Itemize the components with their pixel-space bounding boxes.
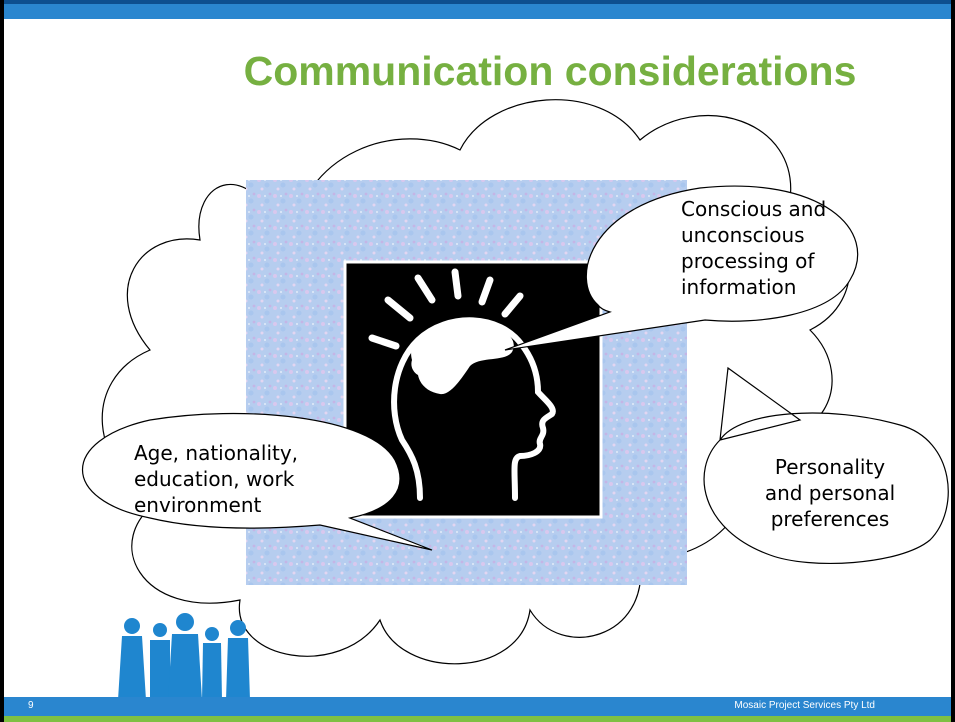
callout-demographics-text: Age, nationality, education, work enviro…: [134, 440, 354, 518]
callout-line: information: [681, 275, 797, 299]
top-header-bar: [4, 0, 951, 19]
callout-line: and personal: [764, 481, 896, 505]
top-header-line: [4, 0, 951, 4]
callout-line: environment: [134, 493, 262, 517]
footer-organization: Mosaic Project Services Pty Ltd: [734, 700, 875, 711]
callout-line: processing of: [681, 249, 815, 273]
callout-line: Personality: [774, 455, 886, 479]
slide-border-left: [0, 0, 4, 722]
footer-accent-line: [4, 716, 951, 722]
slide-border-right: [951, 0, 955, 722]
footer-bar: [4, 697, 951, 716]
callout-line: preferences: [770, 507, 890, 531]
callout-line: Conscious and: [681, 197, 827, 221]
callout-personality-text: Personality and personal preferences: [740, 454, 920, 532]
callout-conscious: [504, 185, 859, 351]
callout-line: unconscious: [681, 223, 805, 247]
page-number: 9: [28, 700, 34, 711]
head-with-brain-icon: [368, 268, 556, 501]
callout-personality: [703, 366, 949, 565]
brain-icon: [411, 321, 514, 395]
people-silhouettes-icon: [118, 613, 250, 700]
callout-line: education, work: [134, 467, 295, 491]
callout-line: Age, nationality,: [134, 441, 299, 465]
callout-conscious-text: Conscious and unconscious processing of …: [681, 196, 851, 300]
slide-title: Communication considerations: [243, 48, 857, 94]
callout-demographics: [81, 412, 433, 551]
